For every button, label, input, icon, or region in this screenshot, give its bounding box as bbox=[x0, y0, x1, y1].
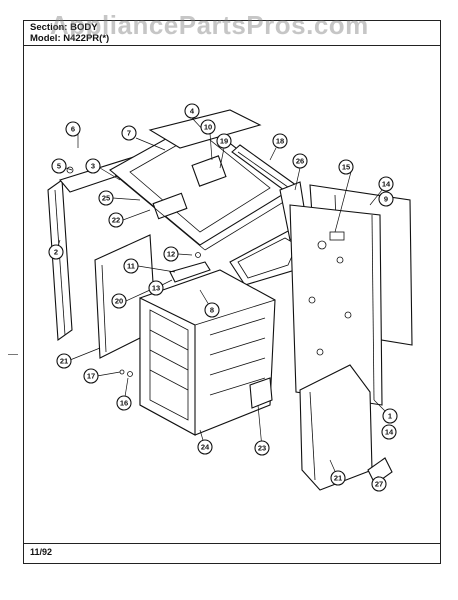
svg-text:8: 8 bbox=[210, 306, 214, 315]
footer-divider bbox=[23, 543, 441, 544]
svg-text:24: 24 bbox=[201, 443, 210, 452]
model-label: Model: N422PR(*) bbox=[30, 33, 110, 44]
callout-6: 6 bbox=[65, 121, 81, 137]
callout-7: 7 bbox=[121, 125, 137, 141]
svg-text:15: 15 bbox=[342, 163, 350, 172]
callout-26: 26 bbox=[292, 153, 308, 169]
callout-1: 1 bbox=[382, 408, 398, 424]
svg-text:18: 18 bbox=[276, 137, 284, 146]
callout-13: 13 bbox=[148, 280, 164, 296]
svg-text:21: 21 bbox=[334, 474, 342, 483]
part-door-hinge bbox=[249, 377, 273, 409]
svg-text:3: 3 bbox=[91, 162, 95, 171]
svg-text:2: 2 bbox=[54, 248, 58, 257]
callout-24: 24 bbox=[197, 439, 213, 455]
callout-21-left: 21 bbox=[56, 353, 72, 369]
part-left-trim-panel bbox=[47, 178, 73, 342]
callout-3: 3 bbox=[85, 158, 101, 174]
svg-text:21: 21 bbox=[60, 357, 68, 366]
callout-23: 23 bbox=[254, 440, 270, 456]
svg-text:25: 25 bbox=[102, 194, 110, 203]
callout-21-right: 21 bbox=[330, 470, 346, 486]
callout-25: 25 bbox=[98, 190, 114, 206]
callout-2: 2 bbox=[48, 244, 64, 260]
part-oven-cavity bbox=[139, 269, 276, 436]
callout-9: 9 bbox=[378, 191, 394, 207]
svg-text:9: 9 bbox=[384, 195, 388, 204]
callout-8: 8 bbox=[204, 302, 220, 318]
svg-text:14: 14 bbox=[382, 180, 391, 189]
diagram-frame bbox=[23, 20, 441, 564]
svg-text:20: 20 bbox=[115, 297, 123, 306]
svg-text:6: 6 bbox=[71, 125, 75, 134]
svg-text:5: 5 bbox=[57, 162, 61, 171]
callout-15: 15 bbox=[338, 159, 354, 175]
section-label: Section: BODY bbox=[30, 22, 98, 33]
callout-18: 18 bbox=[272, 133, 288, 149]
margin-tick bbox=[8, 354, 18, 355]
svg-text:1: 1 bbox=[388, 412, 392, 421]
header-divider bbox=[23, 45, 441, 46]
callout-27: 27 bbox=[371, 476, 387, 492]
svg-text:23: 23 bbox=[258, 444, 266, 453]
callout-20: 20 bbox=[111, 293, 127, 309]
part-top-assembly bbox=[109, 109, 296, 251]
callout-16: 16 bbox=[116, 395, 132, 411]
svg-text:7: 7 bbox=[127, 129, 131, 138]
callout-4: 4 bbox=[184, 103, 200, 119]
callout-11: 11 bbox=[123, 258, 139, 274]
callout-17: 17 bbox=[83, 368, 99, 384]
svg-text:4: 4 bbox=[190, 107, 195, 116]
svg-text:26: 26 bbox=[296, 157, 304, 166]
svg-text:13: 13 bbox=[152, 284, 160, 293]
part-corner-bracket bbox=[367, 457, 393, 485]
svg-text:16: 16 bbox=[120, 399, 128, 408]
svg-text:17: 17 bbox=[87, 372, 95, 381]
footer-date: 11/92 bbox=[30, 547, 53, 557]
svg-text:19: 19 bbox=[220, 137, 228, 146]
callout-14-upper: 14 bbox=[378, 176, 394, 192]
svg-text:12: 12 bbox=[167, 250, 175, 259]
callout-19: 19 bbox=[216, 133, 232, 149]
watermark: AppliancePartsPros.com bbox=[50, 10, 369, 40]
svg-text:10: 10 bbox=[204, 123, 212, 132]
svg-text:22: 22 bbox=[112, 216, 120, 225]
callout-10: 10 bbox=[200, 119, 216, 135]
part-rear-panel-inner bbox=[289, 204, 383, 406]
svg-text:14: 14 bbox=[385, 428, 394, 437]
svg-text:11: 11 bbox=[127, 262, 135, 271]
callout-14-lower: 14 bbox=[381, 424, 397, 440]
callout-22: 22 bbox=[108, 212, 124, 228]
callout-5: 5 bbox=[51, 158, 67, 174]
callout-12: 12 bbox=[163, 246, 179, 262]
svg-text:27: 27 bbox=[375, 480, 383, 489]
